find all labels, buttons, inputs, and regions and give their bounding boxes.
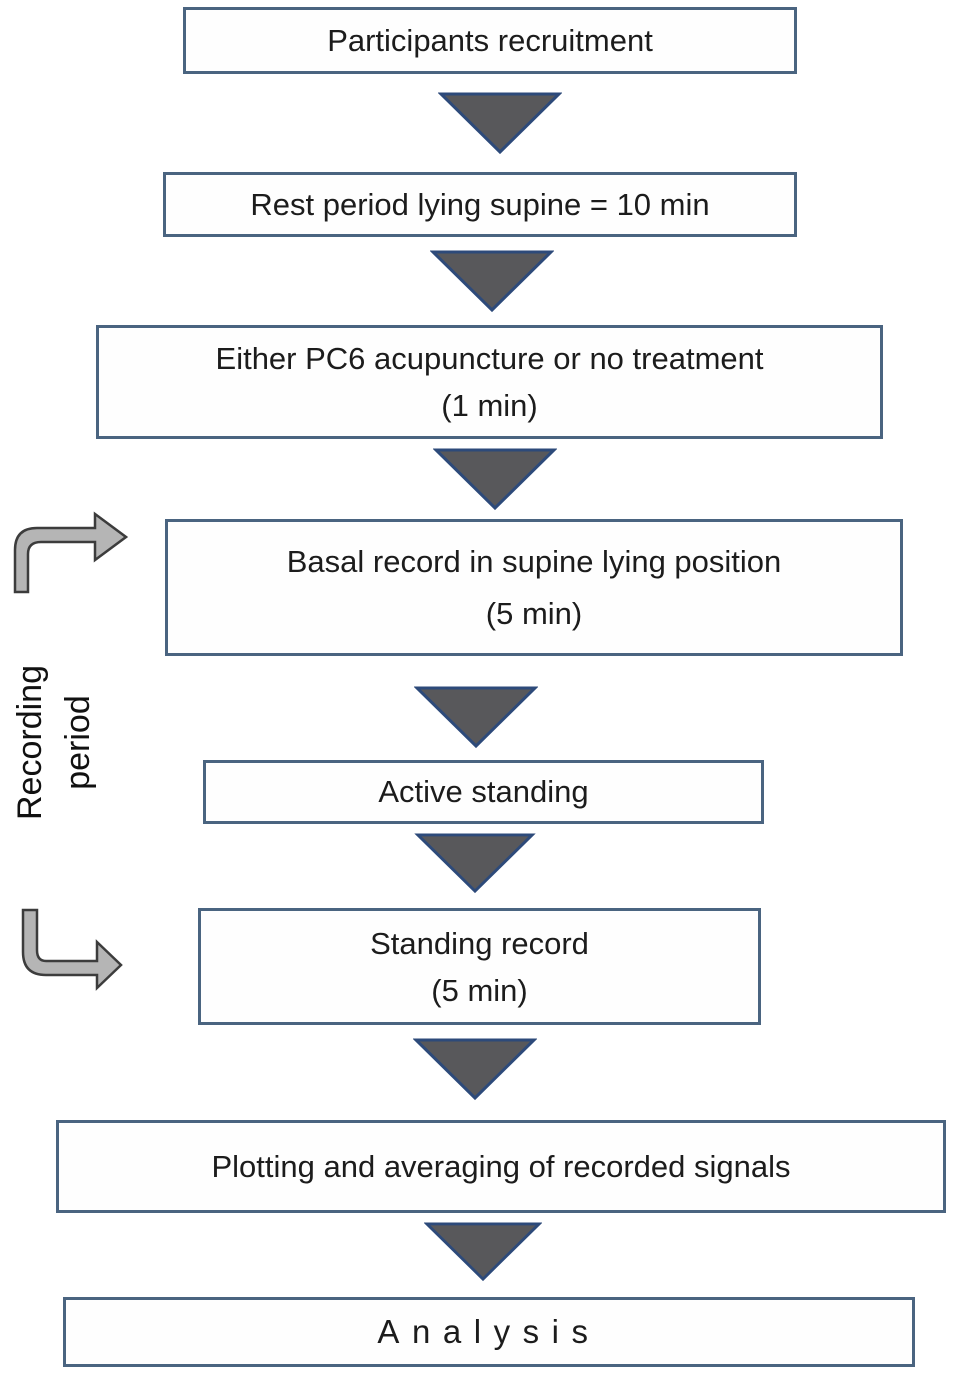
elbow-arrow-icon — [13, 511, 129, 594]
box-sublabel: (1 min) — [441, 388, 538, 423]
box-label: Standing record — [370, 925, 589, 961]
down-arrow-icon — [430, 250, 554, 313]
box-plotting-averaging: Plotting and averaging of recorded signa… — [56, 1120, 946, 1213]
box-label: Analysis — [377, 1313, 601, 1350]
box-standing-record: Standing record (5 min) — [198, 908, 761, 1025]
box-acupuncture-or-no-treatment: Either PC6 acupuncture or no treatment (… — [96, 325, 883, 439]
down-arrow-icon — [414, 833, 536, 894]
box-sublabel: (5 min) — [485, 595, 583, 631]
box-active-standing: Active standing — [203, 760, 764, 824]
box-label: Active standing — [378, 774, 589, 809]
down-arrow-icon — [424, 1222, 542, 1282]
down-arrow-icon — [414, 686, 538, 749]
down-arrow-icon — [438, 92, 562, 155]
box-rest-period: Rest period lying supine = 10 min — [163, 172, 797, 237]
box-sublabel: (5 min) — [431, 972, 528, 1008]
elbow-arrow-icon — [21, 908, 123, 991]
recording-period-line1: Recording — [11, 665, 49, 820]
recording-period-label: Recording period — [6, 650, 106, 835]
box-participants-recruitment: Participants recruitment — [183, 7, 797, 74]
box-label: Rest period lying supine = 10 min — [250, 186, 710, 222]
recording-period-line2: period — [59, 695, 97, 790]
box-label: Participants recruitment — [327, 22, 653, 58]
down-arrow-icon — [433, 448, 557, 511]
box-basal-record: Basal record in supine lying position (5… — [165, 519, 903, 656]
box-label: Plotting and averaging of recorded signa… — [211, 1148, 791, 1184]
down-arrow-icon — [413, 1038, 537, 1101]
box-analysis: Analysis — [63, 1297, 915, 1367]
box-label: Basal record in supine lying position — [286, 543, 782, 579]
box-label: Either PC6 acupuncture or no treatment — [215, 341, 764, 376]
